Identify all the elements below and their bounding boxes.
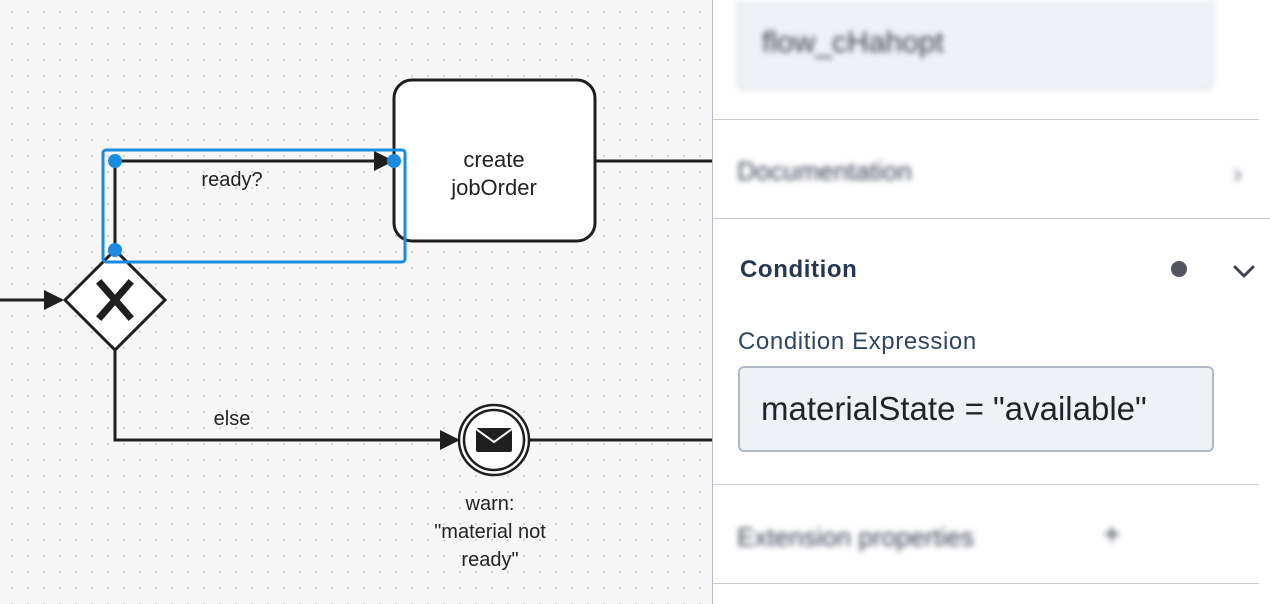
flow-label-ready[interactable]: ready? xyxy=(201,169,263,191)
diagram-svg xyxy=(0,78,712,477)
divider xyxy=(713,119,1259,120)
id-field-value: flow_cHahopt xyxy=(762,26,944,59)
envelope-icon xyxy=(475,428,513,452)
documentation-title: Documentation xyxy=(737,156,912,186)
exclusive-gateway-x-icon xyxy=(96,279,134,321)
selection-outline xyxy=(101,148,407,264)
bendpoint-handle[interactable] xyxy=(387,154,401,168)
exclusive-gateway[interactable] xyxy=(62,247,168,353)
id-field[interactable]: flow_cHahopt xyxy=(737,0,1213,90)
intermediate-message-event[interactable] xyxy=(457,403,531,477)
chevron-down-icon[interactable] xyxy=(1231,258,1257,284)
task-label: create jobOrder xyxy=(451,147,537,200)
event-label[interactable]: warn: "material not ready" xyxy=(434,493,546,571)
incoming-sequence-flow[interactable] xyxy=(0,290,64,310)
divider xyxy=(713,583,1259,584)
condition-expression-input[interactable] xyxy=(738,366,1214,452)
bendpoint-handle[interactable] xyxy=(108,154,122,168)
condition-title: Condition xyxy=(740,256,858,283)
bendpoint-handle[interactable] xyxy=(108,243,122,257)
divider xyxy=(713,218,1270,219)
sequence-flow-else[interactable] xyxy=(113,350,460,450)
divider xyxy=(713,484,1259,485)
flow-label-else[interactable]: else xyxy=(213,408,251,430)
properties-panel: flow_cHahopt Documentation › Condition C… xyxy=(712,0,1270,604)
chevron-right-icon: › xyxy=(1233,158,1243,189)
extension-properties-title: Extension properties xyxy=(737,522,975,552)
dot-icon xyxy=(1171,261,1187,277)
plus-icon[interactable]: + xyxy=(1103,518,1121,551)
condition-expression-label: Condition Expression xyxy=(738,328,977,355)
diagram-canvas[interactable]: create jobOrder ready? else warn: "mater… xyxy=(0,0,712,604)
